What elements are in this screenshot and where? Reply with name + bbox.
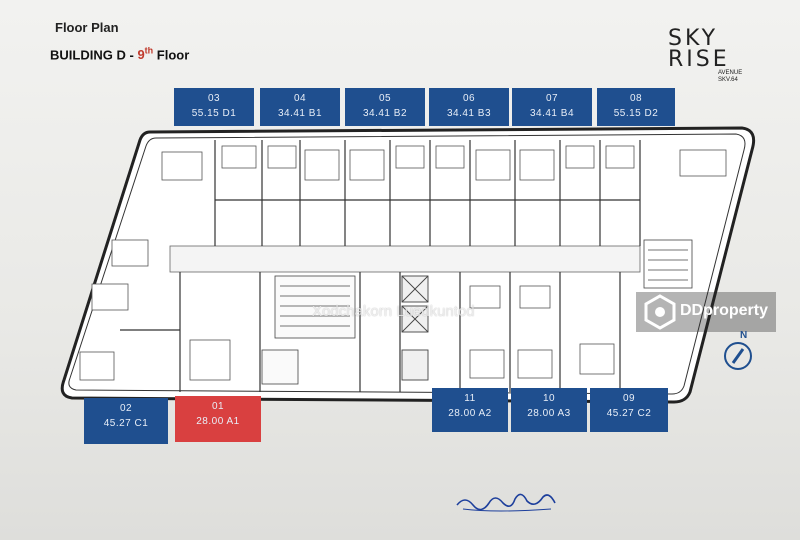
unit-info: 28.00 A3	[527, 408, 571, 419]
unit-info: 45.27 C2	[606, 408, 652, 419]
unit-number: 07	[545, 93, 559, 104]
unit-info: 28.00 A1	[196, 416, 240, 427]
floor-number: 9th	[137, 46, 154, 63]
unit-label-08[interactable]: 08 55.15 D2	[597, 88, 675, 126]
unit-number: 04	[293, 93, 307, 104]
unit-number: 01	[211, 401, 225, 412]
stair-core	[261, 275, 356, 385]
handwritten-signature	[456, 493, 556, 512]
ddproperty-watermark: DDproperty	[636, 292, 776, 332]
logo-line-1: SKY	[668, 26, 719, 51]
photographer-watermark: Xodchakorn Luedkuntod	[312, 303, 475, 320]
unit-number: 02	[119, 403, 133, 414]
floor-suffix: th	[144, 46, 154, 56]
unit-label-10[interactable]: 10 28.00 A3	[511, 388, 587, 432]
building-inner-outline	[68, 133, 746, 395]
unit-info: 45.27 C1	[103, 418, 149, 429]
unit-number: 11	[464, 393, 476, 404]
building-label: BUILDING D	[50, 47, 126, 63]
unit-label-09[interactable]: 09 45.27 C2	[590, 388, 668, 432]
unit-info: 28.00 A2	[448, 408, 492, 419]
unit-info: 34.41 B4	[529, 108, 575, 119]
upper-units	[214, 140, 641, 246]
north-compass-icon: N	[724, 330, 752, 370]
unit-info: 34.41 B1	[277, 108, 323, 119]
unit-info: 34.41 B2	[362, 108, 408, 119]
corridor	[169, 245, 641, 273]
unit-info: 55.15 D1	[191, 108, 237, 119]
right-stair	[643, 239, 693, 289]
upper-furniture	[91, 145, 727, 311]
unit-label-06[interactable]: 06 34.41 B3	[429, 88, 509, 126]
unit-label-02[interactable]: 02 45.27 C1	[84, 398, 168, 444]
unit-number: 03	[207, 93, 221, 104]
unit-label-05[interactable]: 05 34.41 B2	[345, 88, 425, 126]
unit-info: 55.15 D2	[613, 108, 659, 119]
logo-skv: SKV.64	[718, 77, 738, 83]
unit-number: 10	[542, 393, 556, 404]
skyrise-logo: SKY RISE AVENUE SKV.64	[668, 26, 758, 96]
logo-line-2: RISE	[668, 47, 730, 72]
unit-number: 08	[629, 93, 643, 104]
logo-avenue: AVENUE	[718, 70, 743, 76]
heading-dash: -	[129, 47, 134, 63]
lift-shafts	[401, 275, 429, 381]
unit-number: 05	[378, 93, 392, 104]
page-title: Floor Plan	[55, 20, 119, 35]
lower-furniture	[79, 285, 615, 381]
building-floor-heading: BUILDING D - 9th Floor	[50, 46, 189, 62]
floor-number-value: 9	[137, 47, 145, 63]
ddproperty-text: DDproperty	[680, 302, 769, 319]
unit-label-03[interactable]: 03 55.15 D1	[174, 88, 254, 126]
compass-label: N	[740, 330, 747, 341]
unit-label-07[interactable]: 07 34.41 B4	[512, 88, 592, 126]
ddproperty-logo-icon	[644, 294, 676, 330]
unit-label-11[interactable]: 11 28.00 A2	[432, 388, 508, 432]
unit-label-01[interactable]: 01 28.00 A1	[175, 396, 261, 442]
unit-info: 34.41 B3	[446, 108, 492, 119]
floor-word: Floor	[156, 47, 190, 63]
unit-label-04[interactable]: 04 34.41 B1	[260, 88, 340, 126]
unit-number: 06	[462, 93, 476, 104]
unit-number: 09	[622, 393, 636, 404]
logo-small: AVENUE SKV.64	[718, 70, 742, 84]
lower-units	[120, 272, 621, 392]
